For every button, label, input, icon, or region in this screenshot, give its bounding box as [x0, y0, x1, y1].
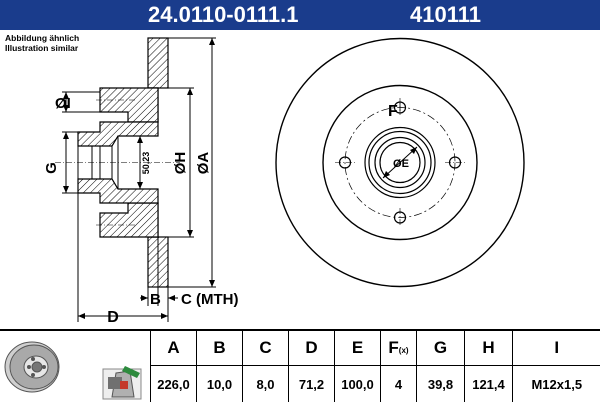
header-b: B: [197, 331, 243, 366]
title-bar: 24.0110-0111.1 410111: [0, 0, 600, 30]
label-dimension: 50,23: [141, 152, 151, 175]
label-i: ØI: [55, 95, 71, 112]
value-f: 4: [381, 366, 417, 402]
dimension-table: A B C D E F(x) G H I 226,0 10,0 8,0 71,2…: [150, 331, 600, 402]
header-a: A: [151, 331, 197, 366]
value-h: 121,4: [465, 366, 513, 402]
technical-drawing: ØI G 50,23 ØH ØA D B C (MTH) ØE F: [0, 30, 600, 328]
value-b: 10,0: [197, 366, 243, 402]
part-number: 24.0110-0111.1: [148, 0, 299, 30]
header-e: E: [335, 331, 381, 366]
label-h: ØH: [172, 152, 189, 175]
label-a: ØA: [195, 152, 212, 175]
reference-number: 410111: [410, 0, 481, 30]
thumbnails: [0, 331, 150, 402]
table-value-row: 226,0 10,0 8,0 71,2 100,0 4 39,8 121,4 M…: [151, 366, 600, 402]
value-d: 71,2: [289, 366, 335, 402]
label-f: F: [388, 103, 398, 120]
header-d: D: [289, 331, 335, 366]
header-i: I: [513, 331, 600, 366]
brake-caliper-tool-icon: [103, 366, 141, 399]
label-c: C (MTH): [181, 291, 238, 308]
value-i: M12x1,5: [513, 366, 600, 402]
header-g: G: [417, 331, 465, 366]
header-f: F(x): [381, 331, 417, 366]
value-g: 39,8: [417, 366, 465, 402]
label-e: ØE: [393, 158, 409, 170]
value-c: 8,0: [243, 366, 289, 402]
header-f-suffix: (x): [399, 346, 409, 355]
value-e: 100,0: [335, 366, 381, 402]
value-a: 226,0: [151, 366, 197, 402]
label-b: B: [150, 291, 161, 308]
label-g: G: [43, 162, 60, 174]
header-h: H: [465, 331, 513, 366]
header-c: C: [243, 331, 289, 366]
brake-disc-thumbnail-icon: [5, 342, 59, 392]
table-header-row: A B C D E F(x) G H I: [151, 331, 600, 366]
label-d: D: [107, 309, 119, 326]
spec-section: A B C D E F(x) G H I 226,0 10,0 8,0 71,2…: [0, 329, 600, 402]
